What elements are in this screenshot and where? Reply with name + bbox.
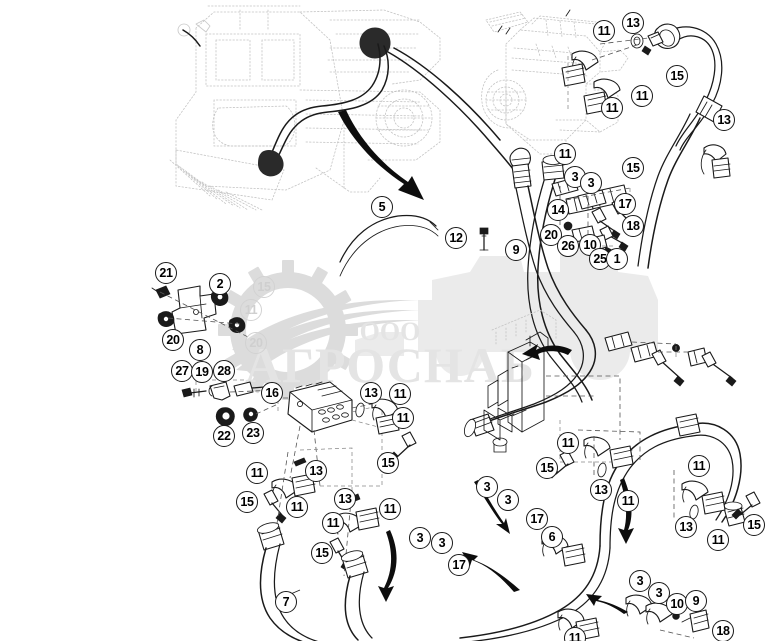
callout-bubble-21[interactable]: 21 [155,262,177,284]
callout-bubble-11[interactable]: 11 [564,627,586,641]
callout-bubble-13[interactable]: 13 [305,460,327,482]
callout-bubble-11[interactable]: 11 [246,462,268,484]
callout-bubble-11[interactable]: 11 [557,432,579,454]
callout-bubble-15[interactable]: 15 [236,491,258,513]
assembly-arrow-pump [522,344,572,360]
callout-bubble-10[interactable]: 10 [666,593,688,615]
fitting-cluster-pump-right [604,331,737,387]
svg-text:ООО: ООО [360,317,421,346]
fitting-cluster-bottom-right [625,594,710,639]
callout-bubble-17[interactable]: 17 [614,193,636,215]
callout-bubble-11[interactable]: 11 [554,143,576,165]
callout-bubble-28[interactable]: 28 [213,360,235,382]
callout-bubble-26[interactable]: 26 [557,235,579,257]
callout-bubble-17[interactable]: 17 [448,554,470,576]
callout-bubble-20[interactable]: 20 [162,329,184,351]
callout-bubble-15[interactable]: 15 [311,542,333,564]
callout-bubble-14[interactable]: 14 [547,199,569,221]
callout-bubble-2[interactable]: 2 [209,273,231,295]
callout-bubble-20[interactable]: 20 [245,332,267,354]
callout-bubble-15[interactable]: 15 [253,276,275,298]
assembly-direction-arrow [338,110,424,200]
callout-bubble-3[interactable]: 3 [431,532,453,554]
engine-ghost-illustration [481,11,629,155]
callout-bubble-13[interactable]: 13 [334,488,356,510]
callout-bubble-15[interactable]: 15 [743,514,765,536]
callout-bubble-13[interactable]: 13 [622,12,644,34]
callout-bubble-3[interactable]: 3 [409,527,431,549]
hydraulic-hose-6 [340,550,373,641]
callout-bubble-11[interactable]: 11 [389,383,411,405]
callout-bubble-11[interactable]: 11 [688,455,710,477]
callout-bubble-3[interactable]: 3 [629,570,651,592]
callout-bubble-13[interactable]: 13 [675,516,697,538]
callout-bubble-9[interactable]: 9 [505,239,527,261]
callout-bubble-3[interactable]: 3 [497,489,519,511]
callout-bubble-3[interactable]: 3 [648,582,670,604]
hydraulic-hose-upper-right [637,23,731,269]
bolt-17-pump [651,349,685,387]
callout-bubble-13[interactable]: 13 [590,479,612,501]
callout-bubble-6[interactable]: 6 [541,526,563,548]
combine-harvester-icon [355,250,658,380]
bolt-12 [479,227,489,251]
fitting-cluster-lower-right-b [673,470,761,520]
callout-bubble-19[interactable]: 19 [191,361,213,383]
wiring-harness [182,27,521,179]
small-parts-row [181,379,279,427]
callout-bubble-20[interactable]: 20 [540,224,562,246]
fitting-cluster-engine [561,31,664,115]
fitting-cluster-lower-left [263,447,353,531]
callout-bubble-11[interactable]: 11 [631,85,653,107]
hydraulic-hose-lower-right [459,413,746,641]
callout-bubble-11[interactable]: 11 [379,498,401,520]
bolt-15-lower-left [263,489,287,524]
callout-bubble-11[interactable]: 11 [322,512,344,534]
callout-bubble-15[interactable]: 15 [536,457,558,479]
callout-bubble-13[interactable]: 13 [713,109,735,131]
callout-bubble-1[interactable]: 1 [606,248,628,270]
callout-bubble-12[interactable]: 12 [445,227,467,249]
callout-bubble-11[interactable]: 11 [593,20,615,42]
combine-harvester-ghost-illustration [169,5,441,211]
callout-bubble-3[interactable]: 3 [476,476,498,498]
callout-bubble-13[interactable]: 13 [360,382,382,404]
callout-bubble-11[interactable]: 11 [707,529,729,551]
callout-bubble-11[interactable]: 11 [240,299,262,321]
callout-bubble-16[interactable]: 16 [261,382,283,404]
callout-bubble-3[interactable]: 3 [580,172,602,194]
callout-bubble-8[interactable]: 8 [189,339,211,361]
svg-text:АГРОСНАБ: АГРОСНАБ [245,337,535,393]
fitting-cluster-lower-right-a [547,429,641,479]
callout-bubble-23[interactable]: 23 [242,422,264,444]
bolt-15-lower-right-b [731,491,761,520]
bolt-18-pump [701,351,737,387]
callout-bubble-27[interactable]: 27 [171,360,193,382]
callout-bubble-5[interactable]: 5 [371,196,393,218]
callout-bubble-7[interactable]: 7 [275,591,297,613]
callout-bubble-15[interactable]: 15 [666,65,688,87]
callout-bubble-11[interactable]: 11 [286,496,308,518]
callout-bubble-25[interactable]: 25 [589,248,611,270]
hydraulic-hose-5 [339,214,439,277]
callout-bubble-18[interactable]: 18 [712,620,734,641]
hydraulic-hose-7 [256,522,319,641]
callout-bubble-11[interactable]: 11 [617,490,639,512]
callout-bubble-15[interactable]: 15 [377,452,399,474]
callout-bubble-11[interactable]: 11 [601,97,623,119]
callout-bubble-17[interactable]: 17 [526,508,548,530]
callout-bubble-22[interactable]: 22 [213,425,235,447]
watermark-logo: ООО АГРОСНАБ [218,250,658,400]
hydraulic-hose-9 [463,147,597,438]
bolt-17-upper [591,207,621,240]
callout-bubble-18[interactable]: 18 [622,215,644,237]
callout-bubble-11[interactable]: 11 [392,407,414,429]
hydraulic-hose-center [527,155,593,403]
callout-bubble-15[interactable]: 15 [622,157,644,179]
fitting-cluster-bottom-center [541,534,600,641]
callout-bubble-9[interactable]: 9 [685,590,707,612]
